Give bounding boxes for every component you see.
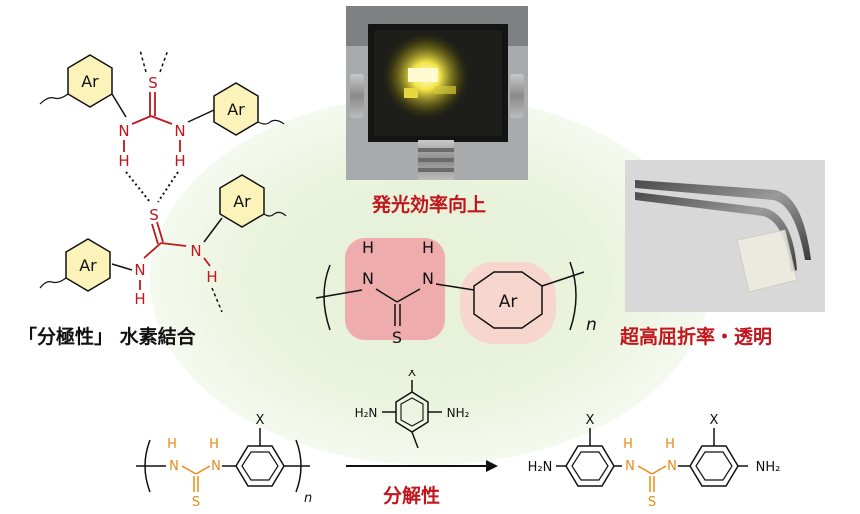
aryl-ring-top-right: Ar [213,82,259,136]
lower-n-left: N [134,261,145,279]
arrow-head-icon [486,460,498,472]
lower-n-right: N [190,242,201,260]
central-sulfur: S [392,328,402,347]
svg-text:S: S [192,495,200,510]
repeat-n: n [586,315,597,335]
central-h-left: H [362,238,374,257]
lower-h-right: H [206,268,217,286]
product-nh2: NH₂ [756,460,781,475]
aryl-ring-lower-left: Ar [65,238,111,292]
central-aryl-ring [473,271,543,329]
reagent-nh2: NH₂ [447,406,470,420]
svg-text:N: N [169,459,179,474]
degradation-scheme: H N S H N X n X H₂N NH₂ H₂N [136,370,781,510]
svg-text:N: N [211,459,221,474]
svg-text:Ar: Ar [227,100,245,119]
central-aryl-label: Ar [499,292,518,312]
central-n-right: N [422,269,434,288]
top-sulfur: S [148,74,158,92]
wavy-bond-icon [39,93,69,105]
aryl-ring-middle: Ar [219,174,265,228]
polar-hbond-caption: 「分極性」 水素結合 [18,326,196,348]
central-n-left: N [362,269,374,288]
refractive-caption: 超高屈折率・透明 [620,326,773,348]
lower-h-left: H [134,290,145,308]
lower-sulfur: S [149,206,159,224]
nh-left-n: N [118,122,129,140]
product-h2n: H₂N [528,460,553,475]
svg-text:X: X [710,413,719,428]
hbond-dash-2 [157,171,179,203]
aryl-ring-top-left: Ar [67,54,113,108]
reagent-h2n: H₂N [355,406,378,420]
svg-text:N: N [667,459,677,474]
svg-text:X: X [408,370,416,379]
svg-text:Ar: Ar [233,192,251,211]
svg-text:N: N [625,459,635,474]
svg-text:H: H [167,437,177,452]
svg-text:n: n [304,491,312,506]
led-device-photo [346,6,528,180]
svg-text:S: S [648,495,656,510]
svg-text:X: X [586,413,595,428]
hbond-dimer-structure: Ar N S N Ar H H S N N H [39,49,287,313]
hbond-dash-1 [125,171,151,203]
nh-right-n: N [174,122,185,140]
central-h-right: H [422,238,434,257]
svg-text:H: H [209,437,219,452]
degradable-caption: 分解性 [383,485,441,507]
svg-text:X: X [256,413,265,428]
svg-text:H: H [623,437,633,452]
tweezers-film-photo [625,160,825,312]
top-h-left: H [118,152,129,170]
aryl-highlight [460,262,556,344]
svg-text:H: H [665,437,675,452]
top-h-right: H [174,152,185,170]
svg-text:Ar: Ar [79,256,97,275]
polythiourea-repeat-unit: H N S H N Ar n [315,238,597,347]
aryl-label: Ar [81,72,99,91]
thiourea-highlight [345,238,445,340]
emission-caption: 発光効率向上 [372,194,487,216]
bracket-left [323,264,331,331]
bracket-right [569,261,577,331]
